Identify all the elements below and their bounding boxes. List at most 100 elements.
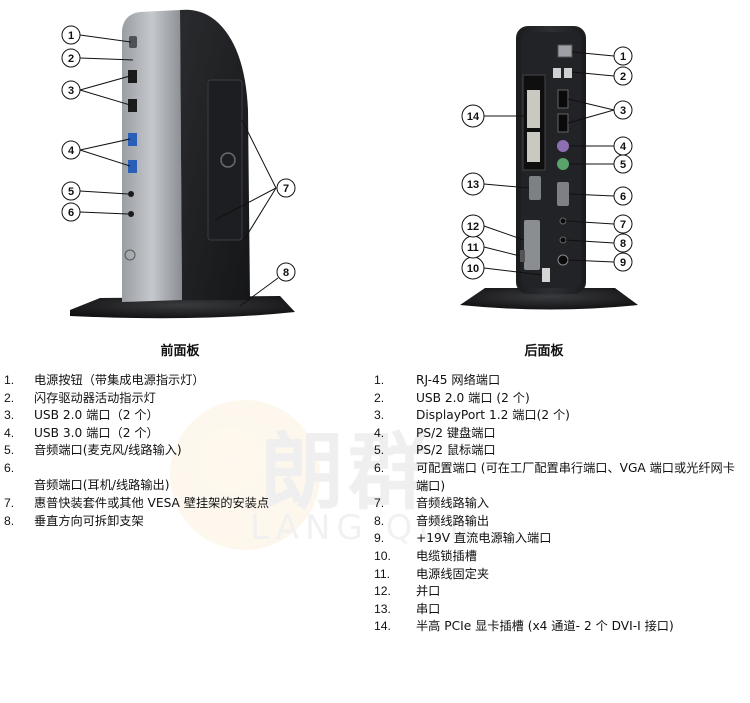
- legend-item: 6. 音频端口(耳机/线路输出): [4, 460, 364, 495]
- rear-callout-13: 13: [467, 179, 479, 191]
- legend-number: 5.: [4, 443, 15, 458]
- legend-number: 11.: [374, 566, 391, 581]
- legend-item: 1. RJ-45 网络端口: [374, 372, 744, 390]
- legend-number: 8.: [374, 513, 385, 528]
- legend-number: 10.: [374, 548, 391, 563]
- legend-number: 1.: [374, 373, 385, 387]
- front-callout-8: 8: [283, 267, 289, 279]
- legend-number: 9.: [374, 531, 385, 546]
- front-callout-5: 5: [68, 186, 74, 198]
- front-callout-7: 7: [283, 183, 289, 195]
- rear-legend: 1. RJ-45 网络端口 2. USB 2.0 端口 (2 个) 3. Displa…: [374, 372, 744, 636]
- rear-callout-4: 4: [620, 141, 627, 153]
- legend-text: USB 3.0 端口（2 个）: [34, 425, 159, 440]
- rear-callout-5: 5: [620, 159, 626, 171]
- legend-item: 1. 电源按钮（带集成电源指示灯）: [4, 372, 364, 390]
- rear-callout-2: 2: [620, 71, 626, 83]
- front-panel-figure: 1 2 3 4 5 6 7 8: [0, 0, 360, 330]
- legend-text: 可配置端口 (可在工厂配置串行端口、VGA 端口或光纤网卡端口): [416, 460, 735, 493]
- front-callout-3: 3: [68, 85, 74, 97]
- rear-callout-9: 9: [620, 257, 626, 269]
- front-callout-1: 1: [68, 30, 74, 42]
- legend-text: 音频线路输出: [416, 513, 490, 528]
- front-callout-6: 6: [68, 207, 74, 219]
- rear-callout-7: 7: [620, 219, 626, 231]
- front-callout-4: 4: [68, 145, 75, 157]
- legend-item: 4. USB 3.0 端口（2 个）: [4, 425, 364, 443]
- legend-item: 4. PS/2 键盘端口: [374, 425, 744, 443]
- watermark-subtext: LANG QUN: [250, 508, 481, 548]
- legend-number: 2.: [374, 390, 385, 405]
- legend-text: USB 2.0 端口（2 个）: [34, 408, 159, 423]
- watermark-text: 朗群: [260, 423, 437, 521]
- legend-text: +19V 直流电源输入端口: [416, 531, 552, 546]
- rear-callout-14: 14: [467, 111, 480, 123]
- legend-text: 串口: [416, 601, 441, 616]
- legend-number: 7.: [374, 496, 385, 511]
- legend-item: 3. USB 2.0 端口（2 个）: [4, 407, 364, 425]
- rear-callout-3: 3: [620, 105, 626, 117]
- legend-text: DisplayPort 1.2 端口(2 个): [416, 408, 570, 423]
- legend-number: 3.: [4, 408, 15, 423]
- legend-text: RJ-45 网络端口: [416, 373, 501, 387]
- legend-number: 8.: [4, 513, 15, 528]
- legend-text: USB 2.0 端口 (2 个): [416, 390, 530, 405]
- legend-text: 垂直方向可拆卸支架: [34, 513, 144, 528]
- legend-text: 半高 PCIe 显卡插槽 (x4 通道- 2 个 DVI-I 接口): [416, 619, 674, 634]
- legend-number: 6.: [374, 460, 385, 475]
- legend-text: 并口: [416, 584, 441, 599]
- legend-item: 3. DisplayPort 1.2 端口(2 个): [374, 407, 744, 425]
- legend-number: 14.: [374, 619, 391, 634]
- legend-text: 音频端口(麦克风/线路输入): [34, 443, 182, 458]
- legend-item: 10.电缆锁插槽: [374, 548, 744, 566]
- rear-callout-8: 8: [620, 238, 626, 250]
- legend-number: 3.: [374, 408, 385, 423]
- front-callouts: 1 2 3 4 5 6 7 8: [61, 25, 296, 282]
- legend-item: 11. 电源线固定夹: [374, 566, 744, 584]
- legend-number: 5.: [374, 443, 385, 458]
- legend-item: 5. PS/2 鼠标端口: [374, 442, 744, 460]
- rear-callout-12: 12: [467, 221, 479, 233]
- legend-number: 2.: [4, 390, 15, 405]
- legend-item: 6. 可配置端口 (可在工厂配置串行端口、VGA 端口或光纤网卡端口): [374, 460, 744, 495]
- legend-number: 6.: [4, 460, 15, 475]
- legend-text: 音频线路输入: [416, 496, 490, 511]
- front-callout-2: 2: [68, 53, 74, 65]
- legend-item: 2. 闪存驱动器活动指示灯: [4, 390, 364, 408]
- legend-number: 7.: [4, 495, 15, 510]
- legend-item: 8. 音频线路输出: [374, 513, 744, 531]
- legend-text: PS/2 键盘端口: [416, 425, 496, 440]
- legend-item: 12. 并口: [374, 583, 744, 601]
- legend-number: 12.: [374, 584, 391, 599]
- legend-number: 1.: [4, 373, 15, 387]
- legend-text: 电源按钮（带集成电源指示灯）: [34, 373, 205, 387]
- rear-callout-10: 10: [467, 263, 479, 275]
- front-panel-illustration: 1 2 3 4 5 6 7 8: [61, 9, 296, 319]
- rear-panel-caption: 后面板: [524, 344, 564, 359]
- legend-item: 13. 串口: [374, 601, 744, 619]
- legend-item: 8. 垂直方向可拆卸支架: [4, 513, 364, 531]
- legend-text: PS/2 鼠标端口: [416, 443, 496, 458]
- legend-number: 13.: [374, 601, 391, 616]
- legend-text: 电源线固定夹: [416, 566, 490, 581]
- rear-callout-11: 11: [467, 242, 479, 254]
- rear-callout-1: 1: [620, 51, 626, 63]
- legend-number: 4.: [4, 425, 15, 440]
- front-legend: 1. 电源按钮（带集成电源指示灯） 2. 闪存驱动器活动指示灯 3. USB 2.0 …: [4, 372, 364, 530]
- legend-item: 9. +19V 直流电源输入端口: [374, 530, 744, 548]
- legend-item: 7. 音频线路输入: [374, 495, 744, 513]
- legend-item: 2. USB 2.0 端口 (2 个): [374, 390, 744, 408]
- rear-callout-6: 6: [620, 191, 626, 203]
- legend-item: 5. 音频端口(麦克风/线路输入): [4, 442, 364, 460]
- legend-text: 音频端口(耳机/线路输出): [34, 477, 170, 492]
- legend-text: 惠普快装套件或其他 VESA 壁挂架的安装点: [34, 495, 270, 510]
- rear-callouts: 1 2 3 4 5 6 7 8 9 10 11 12 13 14: [461, 46, 633, 280]
- watermark-circle: [170, 400, 320, 550]
- legend-number: 4.: [374, 425, 385, 440]
- legend-item: 7. 惠普快装套件或其他 VESA 壁挂架的安装点: [4, 495, 364, 513]
- rear-panel-illustration: 1 2 3 4 5 6 7 8 9 10 11 12 13 14: [460, 26, 638, 310]
- front-panel-caption: 前面板: [160, 344, 200, 359]
- rear-panel-figure: 1 2 3 4 5 6 7 8 9 10 11 12 13 14: [380, 0, 750, 330]
- legend-item: 14. 半高 PCIe 显卡插槽 (x4 通道- 2 个 DVI-I 接口): [374, 618, 744, 636]
- legend-text: 闪存驱动器活动指示灯: [34, 390, 156, 405]
